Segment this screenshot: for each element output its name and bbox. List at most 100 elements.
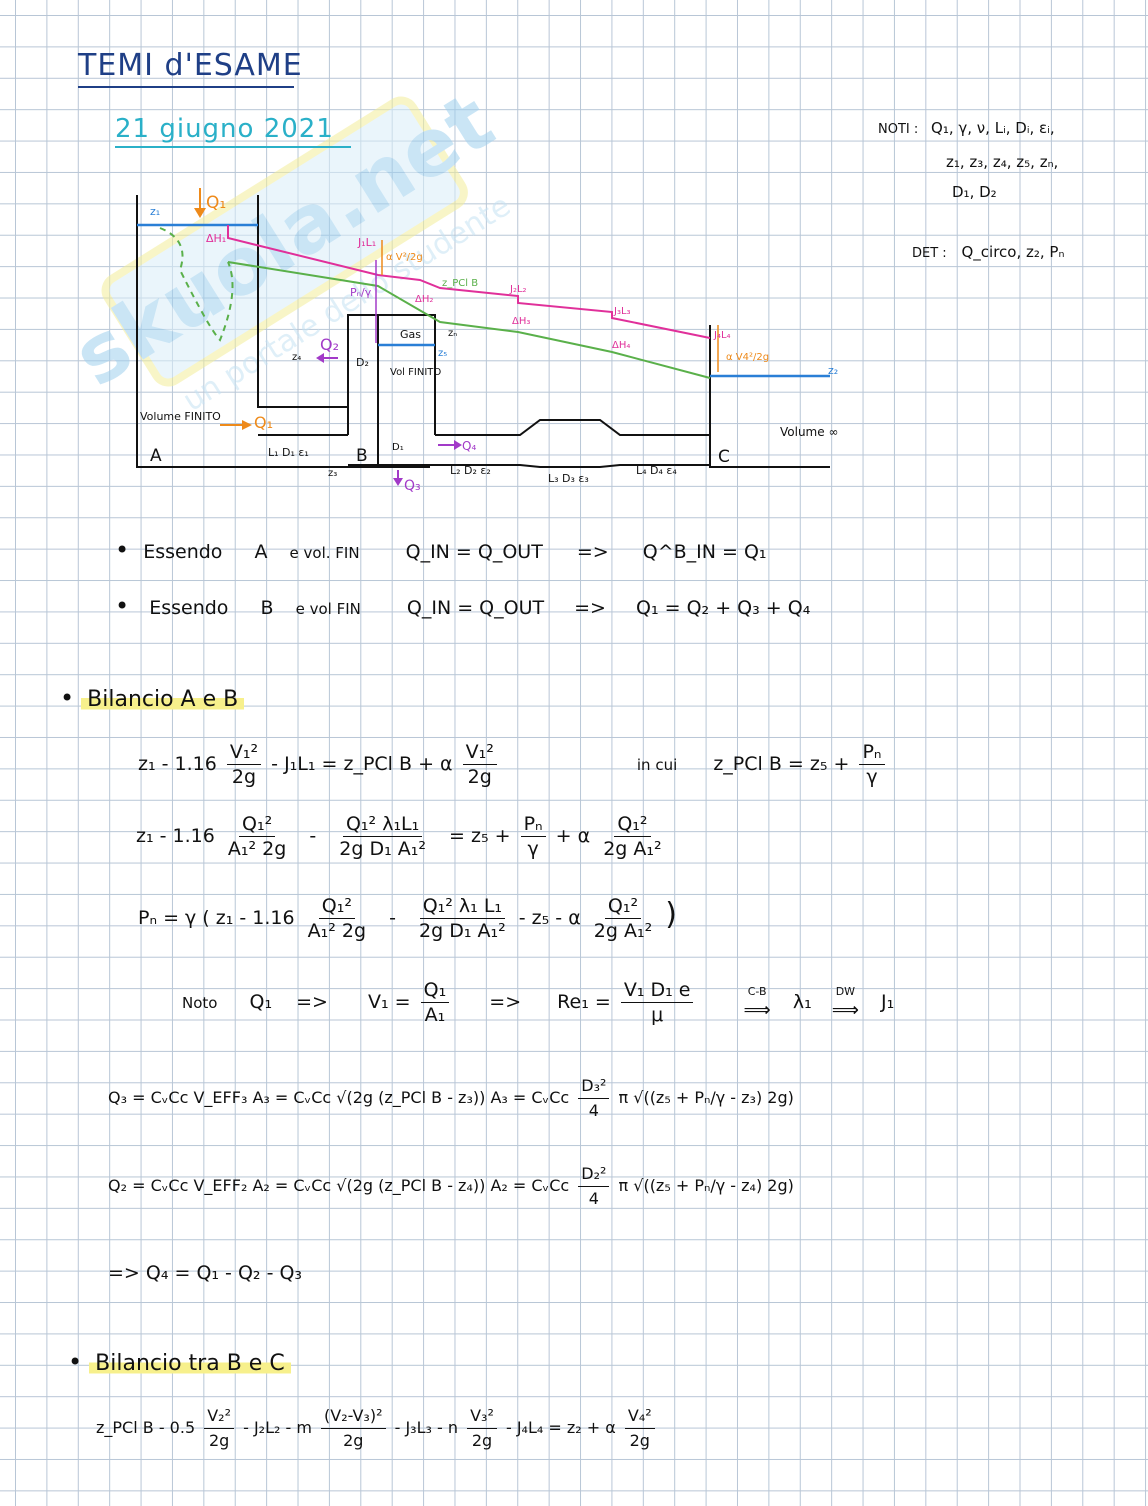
known-line1: Q₁, γ, ν, Lᵢ, Dᵢ, εᵢ,	[931, 119, 1055, 137]
section-heading-text: Bilancio tra B e C	[89, 1351, 291, 1376]
denominator: 2g	[208, 1431, 230, 1450]
label-q1-top: Q₁	[206, 193, 226, 213]
label-z2: z₂	[828, 364, 838, 377]
title-underline	[78, 86, 294, 88]
label-dh2: ΔH₂	[415, 294, 433, 305]
statement-arrow: =>	[576, 541, 609, 563]
q3-arrowhead	[393, 478, 403, 486]
label-q3: Q₃	[404, 478, 421, 494]
denominator: 2g D₁ A₁²	[419, 920, 506, 942]
fraction: V₂² 2g	[204, 1404, 234, 1453]
statement-eq: Q_IN = Q_OUT	[405, 541, 543, 563]
denominator: A₁² 2g	[307, 920, 367, 942]
label-z5: z₅	[438, 348, 447, 359]
section-heading-ab: • Bilancio A e B	[60, 684, 245, 712]
tank-a-right-wall	[257, 195, 349, 435]
label-dh1: ΔH₁	[206, 232, 226, 245]
numerator: Q₁²	[318, 894, 355, 919]
label-alpha-v4: α V4²/2g	[726, 352, 769, 363]
label-pn-gamma: Pₙ/γ	[350, 286, 372, 299]
label-gas: Gas	[400, 328, 421, 341]
numerator: Q₁	[420, 978, 450, 1003]
determine-block: DET : Q_circo, z₂, Pₙ	[912, 236, 1064, 270]
eq-term: + α	[555, 825, 591, 847]
arrow-label: DW	[835, 984, 856, 998]
eq-term: -	[309, 825, 317, 847]
eq-term: Pₙ = γ ( z₁ - 1.16	[138, 907, 295, 929]
eq-term: Q₁	[249, 991, 273, 1013]
label-d2: D₂	[356, 356, 369, 369]
numerator: V₁²	[226, 740, 262, 765]
denominator: 2g A₁²	[603, 838, 662, 860]
statement-text: e vol. FIN	[289, 544, 360, 562]
eq-term: - J₃L₃ - n	[394, 1418, 458, 1437]
numerator: V₄²	[624, 1404, 655, 1429]
denominator: γ	[866, 766, 878, 788]
piezometric-line	[227, 261, 711, 379]
numerator: Q₁² λ₁ L₁	[419, 894, 506, 919]
hydraulic-diagram: z₁ Q₁ ΔH₁ J₁L₁ α V²/2g z_PCl B Pₙ/γ ΔH₂ …	[136, 188, 838, 494]
label-dh3: ΔH₃	[512, 316, 530, 327]
known-line2: z₁, z₃, z₄, z₅, zₙ,	[946, 153, 1059, 171]
label-vol-finito-b: Vol FINITO	[390, 367, 441, 378]
eq-term: V₁ =	[368, 991, 411, 1013]
denominator: 2g	[471, 1431, 493, 1450]
arrow-label: C-B	[747, 984, 767, 998]
denominator: 2g A₁²	[593, 920, 653, 942]
statement-result: Q^B_IN = Q₁	[642, 541, 767, 563]
denominator: 2g	[467, 766, 492, 788]
numerator: Q₁²	[604, 894, 642, 919]
label-j1l1: J₁L₁	[357, 236, 376, 249]
label-dh4: ΔH₄	[612, 340, 630, 351]
bullet: •	[60, 684, 75, 712]
denominator: μ	[651, 1004, 664, 1026]
eq-term: -	[389, 907, 396, 929]
eq-term: Q₂ = CᵥCc V_EFF₂ A₂ = CᵥCc √(2g (z_PCl B…	[108, 1176, 570, 1195]
statement-node: B	[260, 597, 274, 619]
numerator: Q₁²	[239, 812, 276, 837]
section-heading-bc: • Bilancio tra B e C	[68, 1348, 291, 1376]
energy-line	[227, 225, 711, 339]
pipe-top-line	[435, 419, 710, 436]
section-heading-text: Bilancio A e B	[81, 687, 245, 712]
eq-term: Re₁ =	[557, 991, 611, 1013]
eq-term: z_PCl B - 0.5	[96, 1418, 196, 1437]
determine-label: DET :	[912, 246, 947, 261]
label-seg4: L₄ D₄ ε₄	[636, 464, 677, 477]
equation-5: Q₃ = CᵥCc V_EFF₃ A₃ = CᵥCc √(2g (z_PCl B…	[108, 1074, 794, 1123]
eq-term: ⟹	[743, 998, 771, 1021]
denominator: A₁	[424, 1004, 446, 1026]
eq-term: π √((z₅ + Pₙ/γ - z₄) 2g)	[618, 1176, 794, 1195]
pipe-bottom-line	[435, 464, 710, 468]
label-seg3: L₃ D₃ ε₃	[548, 472, 589, 485]
known-block: NOTI : Q₁, γ, ν, Lᵢ, Dᵢ, εᵢ,	[878, 112, 1055, 146]
label-zpclb: z_PCl B	[442, 278, 478, 289]
label-j4l4: J₄L₄	[713, 330, 731, 341]
eq-term: J₁	[881, 991, 895, 1013]
statement-node: A	[254, 541, 268, 563]
exam-date: 21 giugno 2021	[115, 114, 334, 144]
tank-c-wall	[709, 325, 830, 468]
label-z4: z₄	[292, 352, 301, 363]
statement-b: • Essendo B e vol FIN Q_IN = Q_OUT => Q₁…	[115, 592, 810, 620]
statement-lead: Essendo	[149, 597, 229, 619]
label-j2l2: J₂L₂	[509, 284, 527, 295]
numerator: Pₙ	[520, 812, 546, 837]
numerator: V₂²	[204, 1404, 234, 1429]
determine-value: Q_circo, z₂, Pₙ	[961, 243, 1065, 261]
denominator: 2g	[231, 766, 257, 788]
statement-lead: Essendo	[143, 541, 223, 563]
